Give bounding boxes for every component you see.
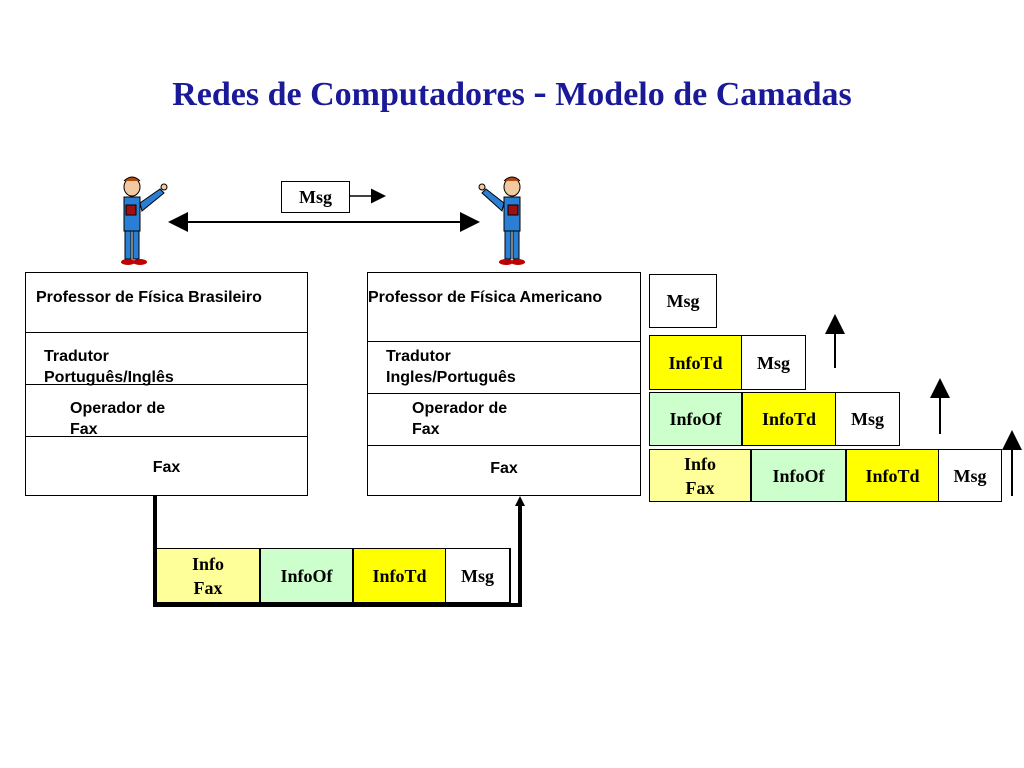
teacher-brazil-icon: [121, 176, 168, 265]
encap-row3-msg: Msg: [836, 392, 900, 446]
encap-row3: InfoOf InfoTd Msg: [649, 392, 900, 446]
encap-row4-info-fax: Info Fax: [649, 449, 751, 502]
packet-msg: Msg: [446, 548, 510, 603]
left-layer-fax-operator: Operador de Fax: [26, 385, 307, 438]
page-title: Redes de Computadores - Modelo de Camada…: [0, 68, 1024, 115]
right-layer-stack: Professor de Física Americano Tradutor I…: [367, 272, 641, 496]
right-layer-professor: Professor de Física Americano: [368, 273, 640, 342]
encap-row2-msg: Msg: [742, 335, 806, 390]
message-box: Msg: [281, 181, 350, 213]
encap-row4: Info Fax InfoOf InfoTd Msg: [649, 449, 1002, 502]
left-layer-stack: Professor de Física Brasileiro Tradutor …: [25, 272, 308, 496]
teacher-usa-icon: [478, 176, 525, 265]
encap-row2: InfoTd Msg: [649, 335, 806, 390]
encap-row4-info-td: InfoTd: [846, 449, 939, 502]
bottom-packet: Info Fax InfoOf InfoTd Msg: [156, 548, 511, 603]
title-dash: -: [533, 69, 547, 114]
encap-row3-info-of: InfoOf: [649, 392, 742, 446]
encap-row2-info-td: InfoTd: [649, 335, 742, 390]
physical-link-line: [153, 495, 522, 607]
encap-row1-msg: Msg: [649, 274, 717, 328]
packet-info-fax: Info Fax: [156, 548, 260, 603]
right-layer-fax-operator: Operador de Fax: [368, 394, 640, 446]
left-layer-professor: Professor de Física Brasileiro: [26, 273, 307, 333]
title-part2: Modelo de Camadas: [555, 76, 852, 113]
left-layer-translator: Tradutor Português/Inglês: [26, 333, 307, 386]
encap-row3-info-td: InfoTd: [742, 392, 836, 446]
packet-info-of: InfoOf: [260, 548, 353, 603]
left-layer-fax: Fax: [152, 459, 181, 476]
title-part1: Redes de Computadores: [172, 76, 525, 113]
packet-info-td: InfoTd: [353, 548, 446, 603]
right-layer-fax: Fax: [490, 460, 518, 477]
encap-row4-msg: Msg: [939, 449, 1002, 502]
right-layer-translator: Tradutor Ingles/Português: [368, 342, 640, 394]
encap-row4-info-of: InfoOf: [751, 449, 846, 502]
